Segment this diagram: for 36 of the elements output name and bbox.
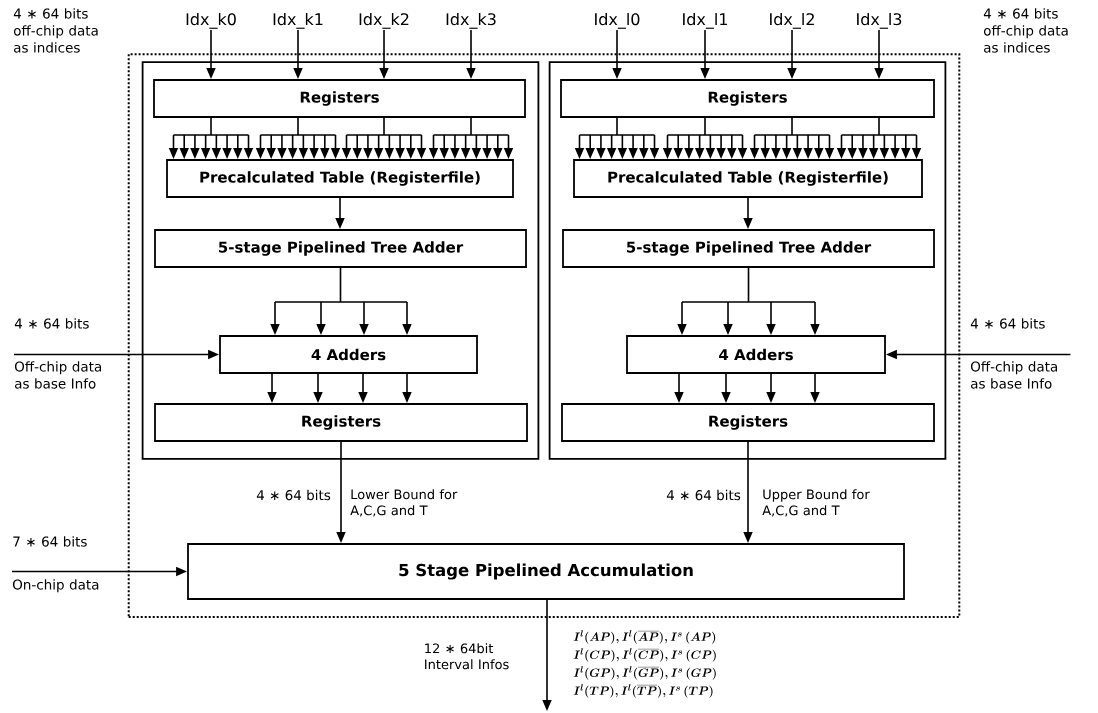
input-label: 4 ∗ 64 bits Off-chip data as base Info (14, 318, 101, 389)
annotation-text: 4 ∗ 64 bits (256, 489, 331, 501)
input-label: 7 ∗ 64 bits On-chip data (12, 536, 99, 593)
process-box: Registers (153, 79, 526, 118)
edge-label: Lower Bound for A,C,G and T (350, 489, 458, 517)
edge-label: 12 ∗ 64bit Interval Infos (425, 643, 509, 670)
edge-label: Upper Bound for A,C,G and T (762, 489, 870, 517)
input-label: Idx_k3 (446, 12, 496, 29)
annotation-text: 4 ∗ 64 bits off-chip data as indices (13, 8, 98, 53)
process-box: 5-stage Pipelined Tree Adder (154, 229, 527, 268)
input-label: Idx_k0 (186, 12, 236, 29)
input-label: Idx_l0 (595, 12, 640, 29)
panel-box (141, 61, 540, 460)
process-box: Registers (154, 403, 528, 442)
input-label: Idx_l2 (770, 12, 814, 29)
process-box: 4 Adders (219, 335, 478, 374)
process-box: Registers (560, 79, 935, 118)
input-label: Idx_l1 (683, 12, 728, 29)
input-label: Idx_k2 (359, 12, 409, 29)
panel-box (548, 61, 947, 460)
process-box: Precalculated Table (Registerfile) (573, 159, 923, 198)
process-box: Precalculated Table (Registerfile) (166, 159, 514, 198)
annotation-text: 4 ∗ 64 bits (666, 489, 741, 501)
annotation-text: 4 ∗ 64 bits off-chip data as indices (983, 8, 1068, 53)
process-box: 5 Stage Pipelined Accumulation (187, 543, 905, 600)
dotted-boundary (127, 53, 961, 618)
formula-text: $I^{l}(GP), I^{l}(\overline{GP}), I^{s}\,(GP)$ (573, 666, 716, 680)
formula-text: $I^{l}(AP), I^{l}(\overline{AP}), I^{s}\,(AP)$ (573, 630, 716, 644)
input-label: 4 ∗ 64 bits Off-chip data as base Info (970, 318, 1057, 389)
process-box: Registers (561, 403, 935, 442)
process-box: 4 Adders (626, 335, 886, 374)
process-box: 5-stage Pipelined Tree Adder (562, 229, 935, 268)
formula-text: $I^{l}(TP), I^{l}(\overline{TP}), I^{s}\,(TP)$ (573, 684, 713, 698)
input-label: Idx_l3 (857, 12, 902, 29)
input-label: Idx_k1 (273, 12, 323, 29)
formula-text: $I^{l}(CP), I^{l}(\overline{CP}), I^{s}\,(CP)$ (573, 648, 716, 662)
